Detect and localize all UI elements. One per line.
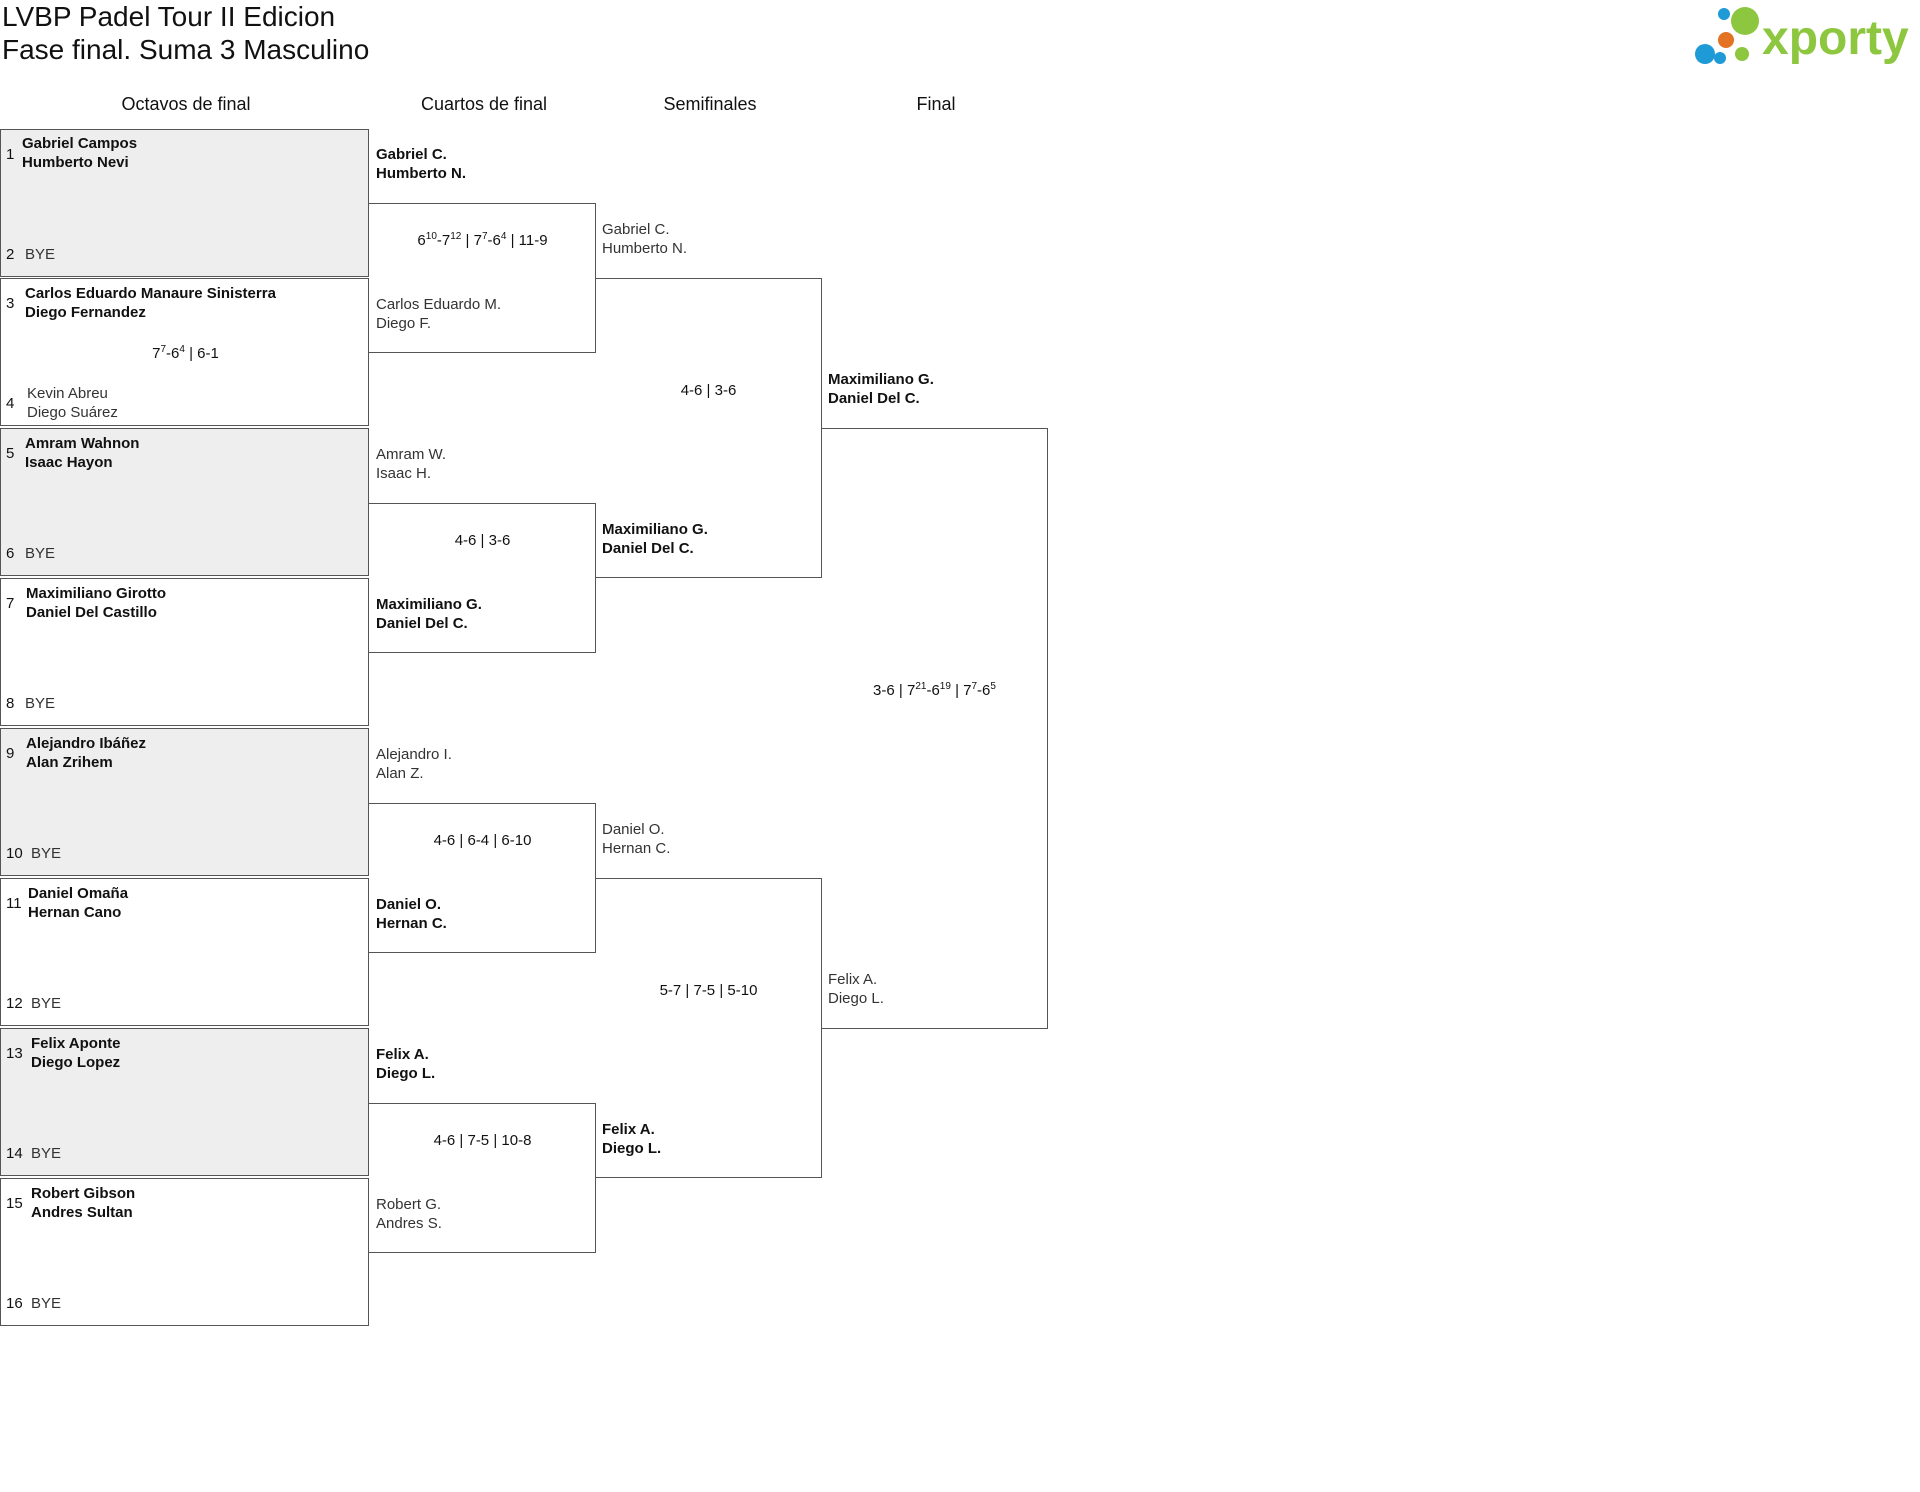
team-name: Andres S. bbox=[376, 1215, 442, 1232]
team-name: Amram W. bbox=[376, 446, 446, 463]
player-name: Alejandro Ibáñez bbox=[26, 735, 147, 752]
seed-number: 13 bbox=[6, 1045, 23, 1062]
xporty-logo[interactable]: xporty bbox=[1692, 2, 1920, 68]
seed-number: 2 bbox=[6, 246, 15, 263]
octavos-match-8: 15 Robert Gibson Andres Sultan 16 BYE bbox=[0, 1178, 369, 1326]
team-name: Isaac H. bbox=[376, 465, 432, 482]
seed-number: 9 bbox=[6, 745, 15, 762]
seed-number: 12 bbox=[6, 995, 23, 1012]
round-header-semifinales: Semifinales bbox=[663, 94, 757, 114]
cuartos-bracket-4 bbox=[369, 1103, 596, 1253]
team-name: Gabriel C. bbox=[602, 221, 670, 238]
player-name: Kevin Abreu bbox=[27, 385, 108, 402]
octavos-match-5: 9 Alejandro Ibáñez Alan Zrihem 10 BYE bbox=[0, 728, 369, 876]
team-name: Daniel Del C. bbox=[602, 540, 694, 557]
octavos-match-2: 3 Carlos Eduardo Manaure Sinisterra Dieg… bbox=[0, 278, 369, 426]
team-name: Hernan C. bbox=[602, 840, 671, 857]
team-name: Carlos Eduardo M. bbox=[376, 296, 502, 313]
seed-number: 10 bbox=[6, 845, 23, 862]
bye-label: BYE bbox=[31, 995, 62, 1012]
player-name: Felix Aponte bbox=[31, 1035, 121, 1052]
team-name: Maximiliano G. bbox=[376, 596, 482, 613]
match-score: 4-6 | 6-4 | 6-10 bbox=[433, 832, 532, 849]
team-name: Felix A. bbox=[376, 1046, 429, 1063]
team-name: Gabriel C. bbox=[376, 146, 447, 163]
team-name: Hernan C. bbox=[376, 915, 447, 932]
player-name: Robert Gibson bbox=[31, 1185, 136, 1202]
player-name: Alan Zrihem bbox=[26, 754, 113, 771]
team-name: Felix A. bbox=[828, 971, 878, 988]
round-header-cuartos: Cuartos de final bbox=[420, 94, 548, 114]
team-name: Maximiliano G. bbox=[828, 371, 934, 388]
logo-text: xporty bbox=[1762, 12, 1909, 65]
seed-number: 15 bbox=[6, 1195, 23, 1212]
team-name: Daniel O. bbox=[602, 821, 665, 838]
logo-dots-icon: xporty bbox=[1695, 7, 1909, 65]
player-name: Isaac Hayon bbox=[25, 454, 113, 471]
team-name: Humberto N. bbox=[376, 165, 466, 182]
team-name: Robert G. bbox=[376, 1196, 442, 1213]
player-name: Amram Wahnon bbox=[25, 435, 140, 452]
player-name: Daniel Del Castillo bbox=[26, 604, 157, 621]
final-bracket bbox=[821, 428, 1048, 1029]
seed-number: 3 bbox=[6, 295, 15, 312]
seed-number: 1 bbox=[6, 146, 15, 163]
team-name: Diego F. bbox=[376, 315, 432, 332]
team-name: Diego L. bbox=[602, 1140, 662, 1157]
team-name: Diego L. bbox=[376, 1065, 436, 1082]
seed-number: 6 bbox=[6, 545, 15, 562]
player-name: Carlos Eduardo Manaure Sinisterra bbox=[25, 285, 276, 302]
octavos-match-4: 7 Maximiliano Girotto Daniel Del Castill… bbox=[0, 578, 369, 726]
seed-number: 11 bbox=[6, 895, 22, 912]
team-name: Daniel O. bbox=[376, 896, 442, 913]
match-score: 77-64 | 6-1 bbox=[152, 344, 219, 363]
seed-number: 16 bbox=[6, 1295, 23, 1312]
bye-label: BYE bbox=[31, 1295, 62, 1312]
match-score: 5-7 | 7-5 | 5-10 bbox=[659, 982, 758, 999]
final-score: 3-6 | 721-619 | 77-65 bbox=[873, 681, 996, 700]
bye-label: BYE bbox=[25, 695, 56, 712]
octavos-match-6: 11 Daniel Omaña Hernan Cano 12 BYE bbox=[0, 878, 369, 1026]
team-name: Alejandro I. bbox=[376, 746, 452, 763]
seed-number: 14 bbox=[6, 1145, 23, 1162]
team-name: Daniel Del C. bbox=[376, 615, 468, 632]
team-name: Alan Z. bbox=[376, 765, 424, 782]
player-name: Diego Lopez bbox=[31, 1054, 121, 1071]
player-name: Diego Fernandez bbox=[25, 304, 146, 321]
match-score: 4-6 | 3-6 bbox=[680, 382, 737, 399]
team-name: Daniel Del C. bbox=[828, 390, 920, 407]
match-score: 4-6 | 3-6 bbox=[454, 532, 511, 549]
seed-number: 4 bbox=[6, 395, 15, 412]
page-title: LVBP Padel Tour II Edicion bbox=[2, 1, 336, 32]
octavos-match-3: 5 Amram Wahnon Isaac Hayon 6 BYE bbox=[0, 428, 369, 576]
bye-label: BYE bbox=[25, 246, 56, 263]
player-name: Hernan Cano bbox=[28, 904, 122, 921]
seed-number: 7 bbox=[6, 595, 15, 612]
seed-number: 5 bbox=[6, 445, 15, 462]
bye-label: BYE bbox=[31, 845, 62, 862]
octavos-match-7: 13 Felix Aponte Diego Lopez 14 BYE bbox=[0, 1028, 369, 1176]
player-name: Daniel Omaña bbox=[28, 885, 129, 902]
team-name: Humberto N. bbox=[602, 240, 688, 257]
page-subtitle: Fase final. Suma 3 Masculino bbox=[2, 34, 370, 65]
bye-label: BYE bbox=[31, 1145, 62, 1162]
player-name: Andres Sultan bbox=[31, 1204, 133, 1221]
round-header-final: Final bbox=[916, 94, 956, 114]
team-name: Diego L. bbox=[828, 990, 884, 1007]
match-score: 610-712 | 77-64 | 11-9 bbox=[417, 231, 548, 250]
player-name: Gabriel Campos bbox=[22, 135, 138, 152]
bye-label: BYE bbox=[25, 545, 56, 562]
octavos-match-1: 1 Gabriel Campos Humberto Nevi 2 BYE bbox=[0, 129, 369, 277]
round-header-octavos: Octavos de final bbox=[121, 94, 251, 114]
match-score: 4-6 | 7-5 | 10-8 bbox=[433, 1132, 532, 1149]
player-name: Diego Suárez bbox=[27, 404, 118, 421]
player-name: Humberto Nevi bbox=[22, 154, 129, 171]
cuartos-bracket-2 bbox=[369, 503, 596, 653]
team-name: Felix A. bbox=[602, 1121, 655, 1138]
seed-number: 8 bbox=[6, 695, 15, 712]
player-name: Maximiliano Girotto bbox=[26, 585, 167, 602]
team-name: Maximiliano G. bbox=[602, 521, 708, 538]
